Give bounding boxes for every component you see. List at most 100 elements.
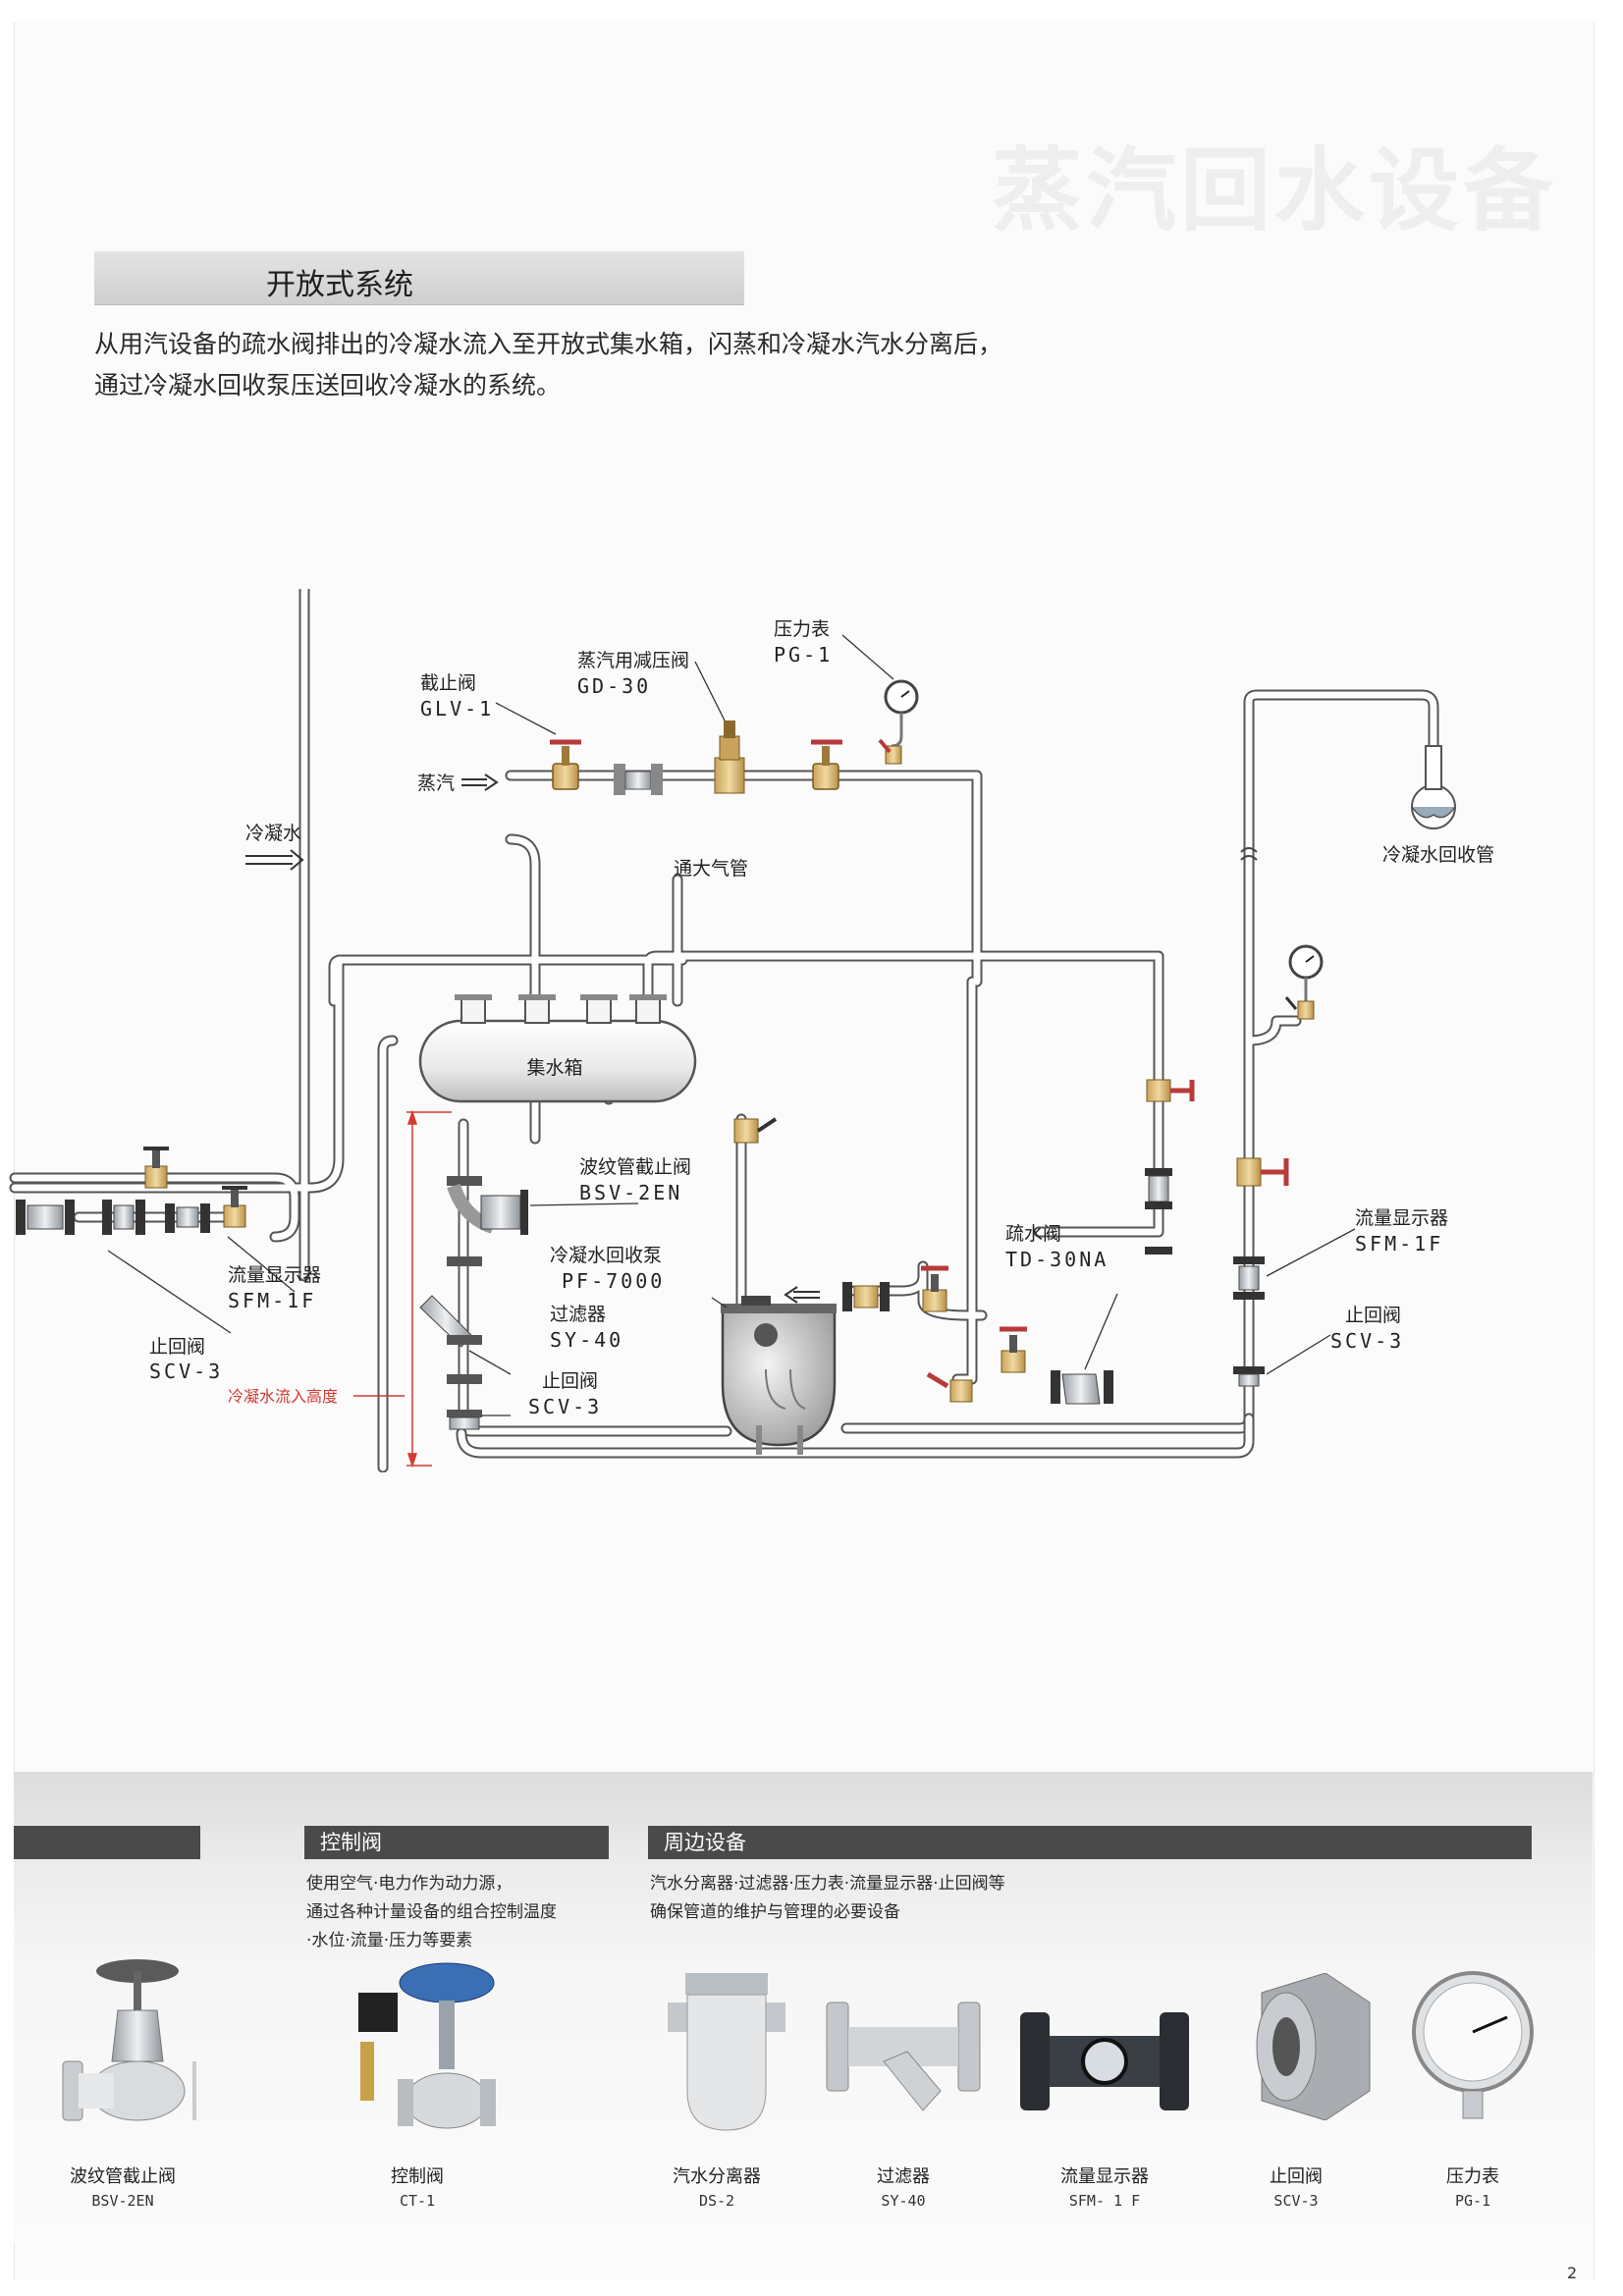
check-valve-mid-code: SCV-3 bbox=[528, 1395, 602, 1418]
pipe-network bbox=[9, 589, 1439, 1472]
product-code: DS-2 bbox=[698, 2192, 735, 2210]
product-pressure-gauge: 压力表 PG-1 bbox=[1380, 2163, 1566, 2210]
control-valve-description: 使用空气·电力作为动力源， 通过各种计量设备的组合控制温度 ·水位·流量·压力等… bbox=[306, 1870, 557, 1955]
control-valve-title: 控制阀 bbox=[320, 1831, 382, 1854]
strainer-code: SY-40 bbox=[550, 1328, 623, 1352]
pipe-break-mark bbox=[1240, 847, 1258, 861]
tank-label: 集水箱 bbox=[526, 1057, 582, 1079]
strainer-tank-outlet bbox=[419, 1256, 482, 1384]
product-bellows-valve: 波纹管截止阀 BSV-2EN bbox=[29, 2163, 216, 2210]
desc-line: 使用空气·电力作为动力源， bbox=[306, 1874, 513, 1894]
sight-glass-left-label: 流量显示器 bbox=[228, 1264, 321, 1286]
globe-valve-steam bbox=[550, 739, 581, 790]
pressure-gauge-icon bbox=[1412, 1971, 1534, 2119]
bellows-valve-code: BSV-2EN bbox=[579, 1181, 682, 1204]
product-control-valve: 控制阀 CT-1 bbox=[324, 2163, 511, 2210]
strainer-label: 过滤器 bbox=[550, 1304, 606, 1325]
steam-label: 蒸汽 bbox=[417, 773, 455, 794]
inflow-height-dimension bbox=[353, 1109, 452, 1468]
diagram-labels: 压力表 PG-1 蒸汽用减压阀 GD-30 截止阀 GLV-1 冷凝水 通大气管… bbox=[149, 618, 1494, 1418]
right-drain-valves bbox=[1145, 1079, 1195, 1255]
globe-valve-left-top bbox=[143, 1147, 169, 1189]
leader-lines bbox=[107, 634, 1356, 1416]
sight-glass-icon bbox=[1020, 2012, 1189, 2110]
steam-trap bbox=[1051, 1370, 1113, 1405]
product-name: 压力表 bbox=[1446, 2166, 1499, 2187]
peripheral-title: 周边设备 bbox=[664, 1831, 746, 1854]
product-sight-glass: 流量显示器 SFM- 1 F bbox=[1011, 2163, 1198, 2210]
check-valve-icon bbox=[1256, 1973, 1371, 2120]
return-pipe-label: 冷凝水回收管 bbox=[1382, 844, 1494, 866]
strainer-icon bbox=[826, 2002, 981, 2111]
inflow-height-label: 冷凝水流入高度 bbox=[228, 1387, 338, 1406]
condensate-inlet-arrow bbox=[245, 849, 304, 871]
system-diagram: 集水箱 蒸汽 bbox=[9, 589, 1494, 1472]
globe-valve-icon bbox=[62, 1959, 196, 2121]
globe-valve-code: GLV-1 bbox=[420, 697, 494, 721]
product-name: 汽水分离器 bbox=[673, 2166, 761, 2187]
product-code: BSV-2EN bbox=[91, 2192, 154, 2210]
check-valve-tank-outlet bbox=[447, 1410, 482, 1430]
trap-label: 疏水阀 bbox=[1005, 1223, 1061, 1245]
peripheral-description: 汽水分离器·过滤器·压力表·流量显示器·止回阀等 确保管道的维护与管理的必要设备 bbox=[650, 1870, 1005, 1927]
page-number: 2 bbox=[1567, 2264, 1578, 2282]
sight-glass-right-label: 流量显示器 bbox=[1355, 1207, 1448, 1229]
check-valve-mid-label: 止回阀 bbox=[542, 1370, 598, 1392]
separator-icon bbox=[668, 1973, 785, 2131]
pressure-gauge-steam bbox=[878, 679, 919, 765]
product-name: 波纹管截止阀 bbox=[70, 2166, 176, 2187]
intro-line: 通过冷凝水回收泵压送回收冷凝水的系统。 bbox=[94, 371, 562, 400]
sight-glass-right-code: SFM-1F bbox=[1355, 1232, 1443, 1255]
return-outlet bbox=[1411, 745, 1456, 829]
globe-valve-label: 截止阀 bbox=[420, 672, 476, 694]
bellows-valve-label: 波纹管截止阀 bbox=[579, 1156, 691, 1178]
left-category-header bbox=[14, 1826, 200, 1859]
check-valve-right-label: 止回阀 bbox=[1345, 1305, 1401, 1326]
product-name: 过滤器 bbox=[877, 2166, 930, 2187]
product-separator: 汽水分离器 DS-2 bbox=[623, 2163, 810, 2210]
prv-label: 蒸汽用减压阀 bbox=[577, 650, 689, 671]
sight-glass-left-code: SFM-1F bbox=[228, 1289, 316, 1312]
pressure-gauge-code: PG-1 bbox=[774, 643, 833, 667]
intro-line: 从用汽设备的疏水阀排出的冷凝水流入至开放式集水箱，闪蒸和冷凝水汽水分离后， bbox=[94, 330, 1003, 358]
product-name: 控制阀 bbox=[391, 2166, 444, 2187]
product-code: CT-1 bbox=[399, 2192, 436, 2210]
pump-label: 冷凝水回收泵 bbox=[550, 1245, 662, 1266]
desc-line: 通过各种计量设备的组合控制温度 bbox=[306, 1902, 557, 1922]
check-valve-left-code: SCV-3 bbox=[149, 1360, 223, 1383]
vent-pipe-label: 通大气管 bbox=[674, 858, 748, 880]
desc-line: 确保管道的维护与管理的必要设备 bbox=[650, 1902, 900, 1922]
section-header: 开放式系统 bbox=[94, 251, 744, 305]
return-riser-valves bbox=[1233, 1157, 1289, 1387]
product-code: SFM- 1 F bbox=[1068, 2192, 1141, 2210]
globe-valve-steam-2 bbox=[811, 739, 842, 790]
condensate-label: 冷凝水 bbox=[245, 823, 301, 844]
trap-code: TD-30NA bbox=[1005, 1248, 1109, 1271]
header-watermark: 蒸汽回水设备 bbox=[992, 138, 1558, 243]
section-title: 开放式系统 bbox=[266, 268, 413, 302]
intro-text: 从用汽设备的疏水阀排出的冷凝水流入至开放式集水箱，闪蒸和冷凝水汽水分离后， 通过… bbox=[94, 324, 1037, 406]
product-code: SCV-3 bbox=[1273, 2192, 1319, 2210]
peripheral-header: 周边设备 bbox=[648, 1826, 1532, 1859]
bellows-valve bbox=[447, 1176, 528, 1235]
pump-steam-valves bbox=[842, 1265, 1027, 1403]
left-valve-row bbox=[16, 1186, 247, 1235]
strainer-steam bbox=[614, 764, 663, 795]
vent-valve bbox=[733, 1117, 778, 1144]
check-valve-right-code: SCV-3 bbox=[1330, 1329, 1404, 1353]
product-code: PG-1 bbox=[1454, 2192, 1491, 2210]
product-strainer: 过滤器 SY-40 bbox=[810, 2163, 997, 2210]
control-valve-header: 控制阀 bbox=[304, 1826, 609, 1859]
collection-tank: 集水箱 bbox=[418, 994, 697, 1103]
recovery-pump bbox=[721, 1296, 837, 1455]
pressure-reducing-valve bbox=[714, 721, 745, 794]
desc-line: 汽水分离器·过滤器·压力表·流量显示器·止回阀等 bbox=[650, 1874, 1005, 1894]
prv-code: GD-30 bbox=[577, 674, 651, 698]
pump-code: PF-7000 bbox=[562, 1269, 665, 1293]
steam-inlet-arrow: 蒸汽 bbox=[417, 773, 499, 794]
pressure-gauge-label: 压力表 bbox=[774, 618, 830, 640]
control-valve-icon bbox=[358, 1962, 496, 2129]
check-valve-left-label: 止回阀 bbox=[149, 1336, 205, 1358]
product-check-valve: 止回阀 SCV-3 bbox=[1203, 2163, 1389, 2210]
product-code: SY-40 bbox=[881, 2192, 926, 2210]
